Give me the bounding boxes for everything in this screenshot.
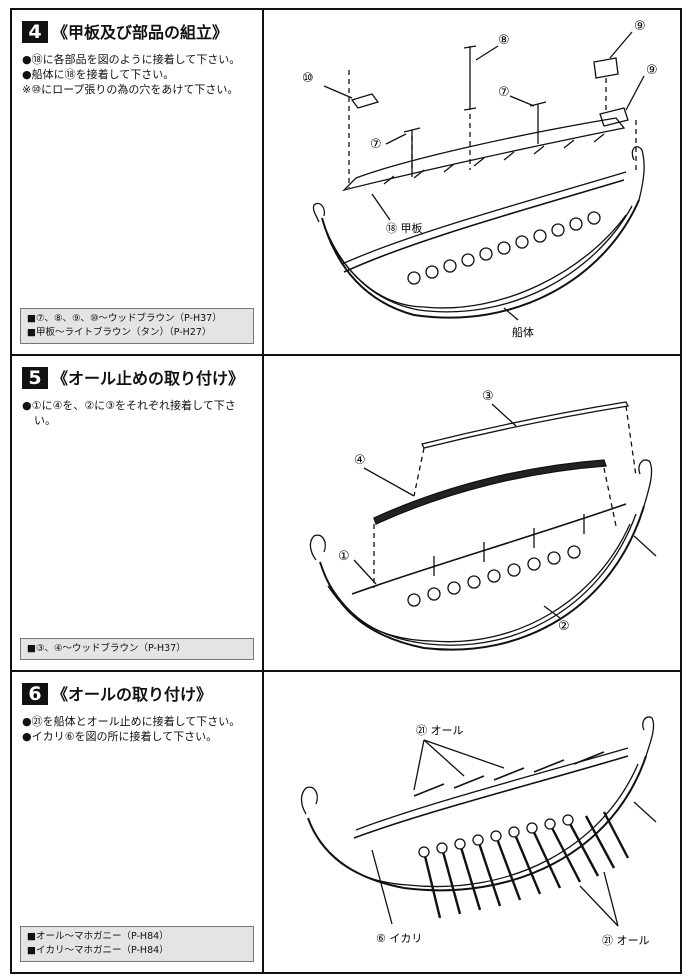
- ship-deck-assembly-diagram: ⑩ ⑧ ⑨ ⑨ ⑦ ⑦ ⑱ 甲板 船体: [302, 19, 658, 339]
- step-number: 4: [22, 21, 48, 43]
- paint-line: ■イカリ～マホガニー（P-H84）: [27, 945, 169, 956]
- paint-box: ■③、④～ウッドブラウン（P-H37）: [20, 638, 254, 660]
- step-5: 5 《オール止めの取り付け》 ●①に④を、②に③をそれぞれ接着して下さい。 ■③…: [12, 356, 680, 672]
- label-oar-21: ㉑ オール: [416, 724, 464, 737]
- instruction-line: ●イカリ⑥を図の所に接着して下さい。: [22, 730, 218, 743]
- label-part-1: ①: [338, 549, 350, 564]
- label-part-10: ⑩: [302, 71, 314, 86]
- label-deck: ⑱ 甲板: [386, 221, 423, 235]
- step-6-text-panel: 6 《オールの取り付け》 ●㉑を船体とオール止めに接着して下さい。 ●イカリ⑥を…: [12, 672, 264, 972]
- step-5-diagram: ③ ④ ① ②: [264, 356, 680, 670]
- label-part-9: ⑨: [646, 63, 658, 78]
- step-title: 《オールの取り付け》: [52, 685, 213, 704]
- oar-installation-diagram: ㉑ オール ⑥ イカリ ㉑ オール: [300, 716, 657, 947]
- step-6-diagram: ㉑ オール ⑥ イカリ ㉑ オール: [264, 672, 680, 972]
- paint-line: ■オール～マホガニー（P-H84）: [27, 931, 169, 942]
- label-part-8: ⑧: [498, 33, 510, 48]
- label-part-7: ⑦: [370, 137, 382, 152]
- instruction-line: ●⑱に各部品を図のように接着して下さい。: [22, 53, 241, 66]
- label-part-3: ③: [482, 389, 494, 404]
- step-instructions: ●⑱に各部品を図のように接着して下さい。 ●船体に⑱を接着して下さい。 ※⑩にロ…: [22, 52, 256, 97]
- paint-box: ■⑦、⑧、⑨、⑩～ウッドブラウン（P-H37） ■甲板～ライトブラウン（タン）（…: [20, 308, 254, 344]
- instruction-line: ●㉑を船体とオール止めに接着して下さい。: [22, 715, 241, 728]
- oar-rest-attachment-diagram: ③ ④ ① ②: [309, 389, 657, 651]
- step-4-text-panel: 4 《甲板及び部品の組立》 ●⑱に各部品を図のように接着して下さい。 ●船体に⑱…: [12, 10, 264, 354]
- step-4: 4 《甲板及び部品の組立》 ●⑱に各部品を図のように接着して下さい。 ●船体に⑱…: [12, 10, 680, 356]
- label-anchor-6: ⑥ イカリ: [376, 932, 422, 945]
- step-6: 6 《オールの取り付け》 ●㉑を船体とオール止めに接着して下さい。 ●イカリ⑥を…: [12, 672, 680, 972]
- instruction-sheet: 4 《甲板及び部品の組立》 ●⑱に各部品を図のように接着して下さい。 ●船体に⑱…: [10, 8, 682, 974]
- step-title: 《甲板及び部品の組立》: [52, 23, 229, 42]
- paint-box: ■オール～マホガニー（P-H84） ■イカリ～マホガニー（P-H84）: [20, 926, 254, 962]
- step-title: 《オール止めの取り付け》: [52, 369, 245, 388]
- step-instructions: ●㉑を船体とオール止めに接着して下さい。 ●イカリ⑥を図の所に接着して下さい。: [22, 714, 256, 744]
- label-oar-21: ㉑ オール: [602, 934, 650, 947]
- step-5-text-panel: 5 《オール止めの取り付け》 ●①に④を、②に③をそれぞれ接着して下さい。 ■③…: [12, 356, 264, 670]
- label-part-2: ②: [558, 619, 570, 634]
- label-part-7: ⑦: [498, 85, 510, 100]
- step-number: 5: [22, 367, 48, 389]
- step-number: 6: [22, 683, 48, 705]
- label-part-4: ④: [354, 453, 366, 468]
- step-instructions: ●①に④を、②に③をそれぞれ接着して下さい。: [22, 398, 256, 428]
- paint-line: ■③、④～ウッドブラウン（P-H37）: [27, 643, 186, 654]
- instruction-line: ※⑩にロープ張りの為の穴をあけて下さい。: [22, 83, 239, 96]
- step-4-diagram: ⑩ ⑧ ⑨ ⑨ ⑦ ⑦ ⑱ 甲板 船体: [264, 10, 680, 354]
- label-hull: 船体: [512, 325, 534, 339]
- paint-line: ■⑦、⑧、⑨、⑩～ウッドブラウン（P-H37）: [27, 313, 222, 324]
- instruction-line: ●船体に⑱を接着して下さい。: [22, 68, 175, 81]
- label-part-9: ⑨: [634, 19, 646, 34]
- paint-line: ■甲板～ライトブラウン（タン）（P-H27）: [27, 327, 212, 338]
- instruction-line: ●①に④を、②に③をそれぞれ接着して下さい。: [22, 399, 236, 427]
